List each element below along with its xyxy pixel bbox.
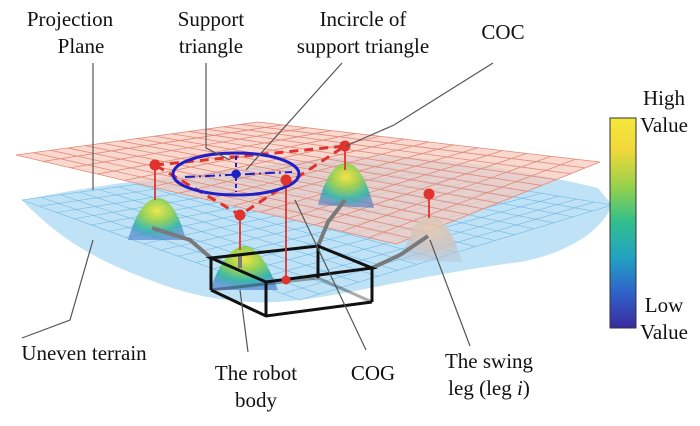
leg-link-front-left bbox=[151, 226, 213, 260]
colorbar-low-1: Low bbox=[645, 293, 684, 317]
foot-points bbox=[149, 140, 435, 285]
plane-grid-line bbox=[205, 141, 430, 200]
plane-grid-line bbox=[240, 123, 586, 169]
hill-left bbox=[128, 198, 186, 240]
colorbar-high-2: Value bbox=[640, 113, 688, 137]
label-support-triangle-1: Support bbox=[178, 7, 245, 31]
plane-grid-line bbox=[223, 126, 571, 175]
cog-point-body bbox=[281, 275, 291, 285]
label-cog: COG bbox=[351, 361, 395, 385]
colorbar-high-1: High bbox=[643, 86, 686, 110]
plane-grid-line bbox=[171, 133, 528, 192]
label-uneven-terrain: Uneven terrain bbox=[21, 341, 147, 365]
projection-plane bbox=[15, 121, 601, 245]
foot-point-right bbox=[339, 140, 351, 152]
coc-point bbox=[231, 169, 241, 179]
label-leader-lines bbox=[21, 62, 494, 353]
leg-link-rear-right bbox=[371, 234, 430, 270]
plane-grid-line bbox=[188, 131, 542, 186]
label-projection-plane-1: Projection bbox=[27, 7, 114, 31]
label-support-triangle-2: triangle bbox=[179, 34, 243, 58]
foot-point-front bbox=[234, 209, 246, 221]
labels: Projection Plane Support triangle Incirc… bbox=[21, 7, 533, 412]
plane-grid-line bbox=[206, 128, 557, 180]
label-coc: COC bbox=[481, 20, 524, 44]
plane-grid-line bbox=[287, 150, 503, 219]
robot-leg-links bbox=[151, 198, 430, 270]
robot-body-box bbox=[205, 244, 378, 318]
plane-grid-line bbox=[341, 155, 552, 232]
label-incircle-1: Incircle of bbox=[320, 7, 407, 31]
foot-point-left bbox=[149, 159, 161, 171]
cog-point-top bbox=[280, 174, 292, 186]
label-projection-plane-2: Plane bbox=[58, 34, 105, 58]
label-swing-leg-2: leg (leg i) bbox=[448, 376, 530, 400]
plane-grid-line bbox=[154, 135, 513, 198]
label-incircle-2: support triangle bbox=[297, 34, 429, 58]
colorbar-gradient bbox=[609, 117, 637, 329]
label-swing-leg-1: The swing bbox=[445, 349, 534, 373]
hill-swing-leg bbox=[402, 216, 462, 262]
label-robot-body-1: The robot bbox=[215, 361, 297, 385]
incircle-of-support-triangle bbox=[171, 151, 301, 197]
label-robot-body-2: body bbox=[235, 388, 278, 412]
plane-grid-line bbox=[314, 153, 527, 226]
plane-grid-line bbox=[260, 147, 478, 213]
plane-grid-line bbox=[368, 158, 576, 239]
colorbar-low-2: Value bbox=[640, 320, 688, 344]
leg-link-front-right bbox=[316, 198, 347, 247]
plane-grid-line bbox=[257, 121, 601, 163]
hill-right bbox=[318, 163, 374, 208]
foot-point-swing bbox=[423, 188, 435, 200]
colorbar: High Value Low Value bbox=[609, 86, 688, 344]
